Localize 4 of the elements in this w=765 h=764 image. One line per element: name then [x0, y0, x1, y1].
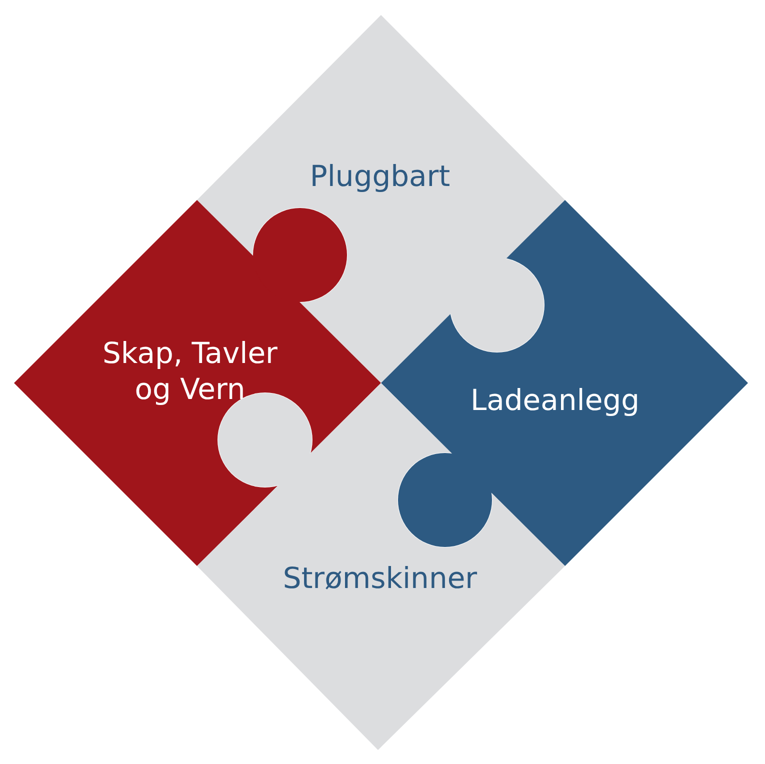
- piece-label: Strømskinner: [282, 560, 478, 596]
- piece-label: Skap, Tavler og Vern: [102, 335, 278, 407]
- piece-label: Ladeanlegg: [469, 382, 641, 418]
- piece-label: Pluggbart: [308, 158, 452, 194]
